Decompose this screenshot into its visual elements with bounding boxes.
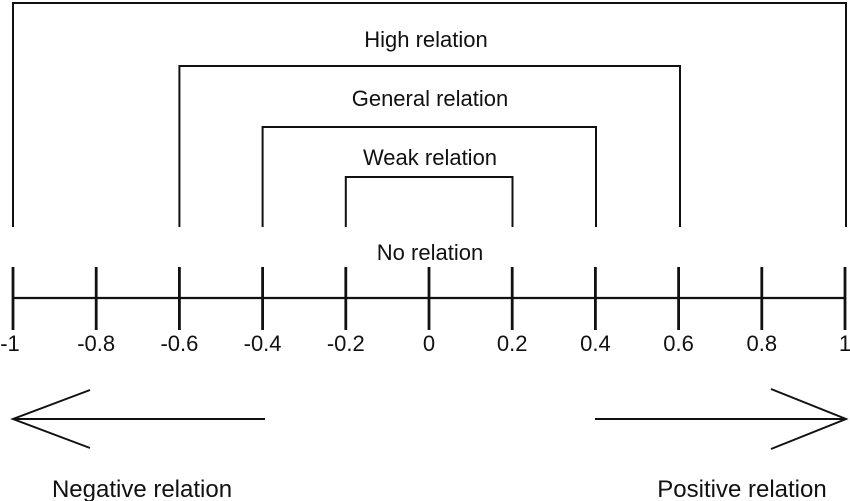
positive-direction-arrow-icon — [595, 388, 849, 450]
tick-label: 0.8 — [747, 331, 778, 356]
tick-label: 0 — [423, 331, 435, 356]
bracket-weak-relation — [261, 126, 597, 227]
tick-marks — [11, 267, 847, 330]
negative-direction-arrow-icon — [10, 389, 265, 449]
tick-label: -0.6 — [160, 331, 198, 356]
weak-relation-label: Weak relation — [363, 145, 497, 170]
bracket-no-relation — [344, 176, 514, 227]
tick-label: 0.2 — [497, 331, 528, 356]
tick-label: -0.4 — [244, 331, 282, 356]
tick-label: -0.2 — [327, 331, 365, 356]
high-relation-label: High relation — [364, 27, 488, 52]
tick-labels: -1 -0.8 -0.6 -0.4 -0.2 0 0.2 0.4 0.6 0.8… — [0, 331, 850, 356]
no-relation-label: No relation — [377, 240, 483, 265]
tick-label: 0.6 — [663, 331, 694, 356]
tick-label: 0.4 — [580, 331, 611, 356]
tick-label: 1 — [839, 331, 850, 356]
general-relation-label: General relation — [352, 86, 509, 111]
negative-relation-label: Negative relation — [52, 476, 232, 501]
tick-label: -1 — [0, 331, 20, 356]
bracket-high-relation — [12, 2, 847, 227]
positive-relation-label: Positive relation — [657, 476, 826, 501]
bracket-general-relation — [178, 65, 681, 227]
tick-label: -0.8 — [77, 331, 115, 356]
